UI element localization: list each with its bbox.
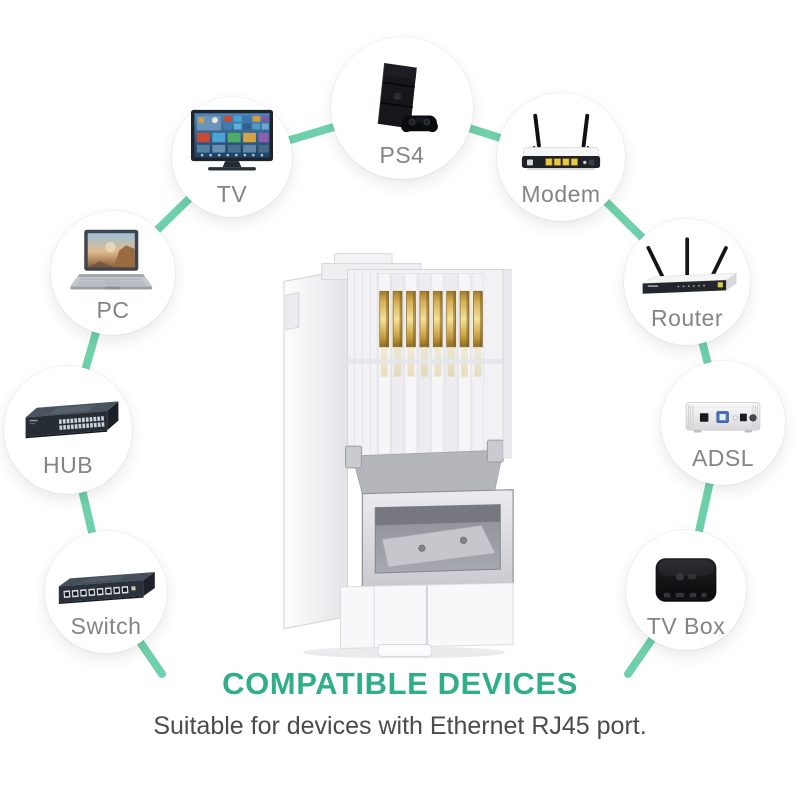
device-label: Switch [70, 612, 142, 639]
tv-box-icon [655, 558, 717, 602]
rj45-connector-photo [283, 250, 531, 662]
device-circle-switch: Switch [45, 531, 167, 653]
device-circle-tv: TV [172, 97, 292, 217]
device-circle-pc: PC [51, 211, 175, 335]
device-label: HUB [42, 451, 94, 478]
router-icon [642, 237, 738, 294]
device-circle-router: Router [624, 219, 750, 345]
device-label: TV Box [646, 612, 726, 639]
device-label: PS4 [379, 141, 425, 168]
modem-icon [521, 113, 601, 170]
device-label: Router [650, 304, 724, 331]
device-circle-ps4: PS4 [331, 37, 473, 179]
adsl-box-icon [685, 401, 761, 433]
hub-icon [25, 401, 119, 439]
device-circle-modem: Modem [497, 93, 625, 221]
device-circle-tvbox: TV Box [626, 530, 746, 650]
device-label: TV [216, 180, 248, 207]
device-circle-adsl: ADSL [661, 361, 785, 485]
tv-icon [190, 109, 274, 171]
heading-title: COMPATIBLE DEVICES [222, 666, 578, 701]
device-label: PC [96, 296, 130, 323]
network-switch-icon [58, 571, 155, 604]
ps4-console-icon [377, 62, 438, 132]
device-circle-hub: HUB [4, 366, 132, 494]
device-label: ADSL [691, 444, 755, 471]
device-label: Modem [521, 180, 601, 207]
heading-subtitle: Suitable for devices with Ethernet RJ45 … [153, 712, 647, 740]
rj45-connector-icon [283, 253, 514, 659]
laptop-icon [70, 229, 153, 290]
